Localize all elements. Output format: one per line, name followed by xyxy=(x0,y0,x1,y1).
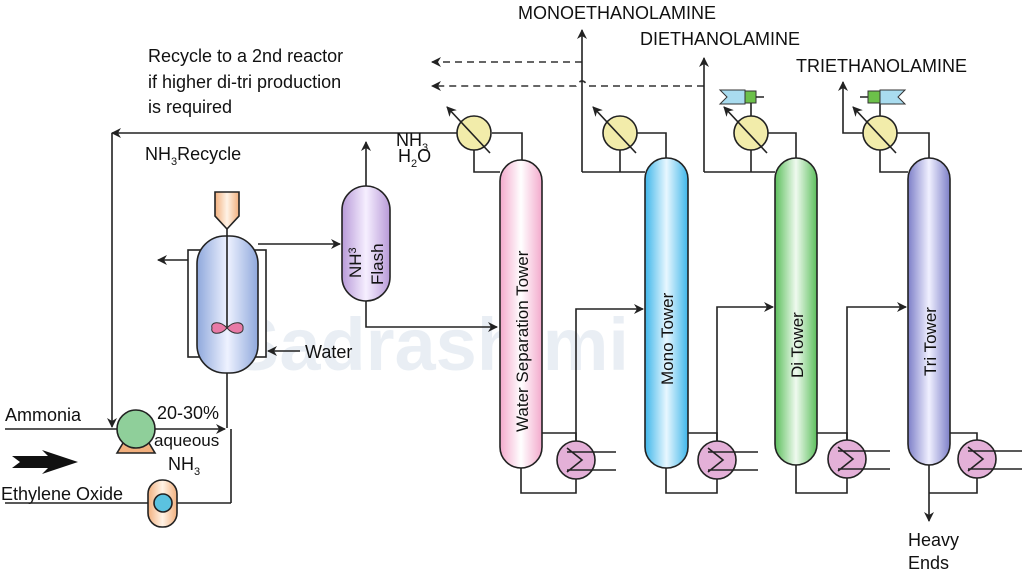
svg-text:if higher di-tri production: if higher di-tri production xyxy=(148,72,341,92)
flash-label: Flash xyxy=(368,243,387,285)
di-product-label: DIETHANOLAMINE xyxy=(640,29,800,49)
tri-tower-label: Tri Tower xyxy=(921,307,940,376)
svg-text:Recycle to a 2nd reactor: Recycle to a 2nd reactor xyxy=(148,46,343,66)
tri-product-label: TRIETHANOLAMINE xyxy=(796,56,967,76)
valve-icon xyxy=(718,89,746,105)
heavy-ends-label: Heavy xyxy=(908,530,959,550)
tri-tower-section: TRIETHANOLAMINE Tri Tower Heavy Ends xyxy=(796,56,1022,573)
feed-arrow-icon xyxy=(12,450,78,474)
eo-pump-impeller xyxy=(153,493,173,513)
reboiler-icon xyxy=(957,439,997,479)
impeller-icon xyxy=(211,322,244,334)
svg-text:is required: is required xyxy=(148,97,232,117)
condenser-icon xyxy=(733,115,769,151)
agitator-motor-icon xyxy=(214,191,240,231)
valve-icon xyxy=(867,90,881,104)
di-tower xyxy=(774,157,818,466)
tri-product-line xyxy=(838,81,863,134)
svg-text:Ends: Ends xyxy=(908,553,949,573)
nh3-top-label: NH3 xyxy=(396,130,428,154)
condenser-icon xyxy=(456,115,492,151)
aqueous-pct-label: 20-30% xyxy=(157,403,219,423)
watermark: Sadrashimi xyxy=(230,303,629,386)
recycle-note: Recycle to a 2nd reactor if higher di-tr… xyxy=(148,46,343,117)
mono-tower-label: Mono Tower xyxy=(658,292,677,385)
mono-tower-section: MONOETHANOLAMINE Mono Tower xyxy=(518,3,774,494)
mono-product-label: MONOETHANOLAMINE xyxy=(518,3,716,23)
dashed-recycle-di xyxy=(431,80,704,91)
ethylene-oxide-label: Ethylene Oxide xyxy=(1,484,123,504)
di-tower-label: Di Tower xyxy=(788,312,807,378)
water-tower-label: Water Separation Tower xyxy=(513,250,532,432)
h2o-label: H2O xyxy=(398,146,431,170)
reboiler-icon xyxy=(697,440,737,480)
reboiler-icon xyxy=(556,440,596,480)
ammonia-pump xyxy=(116,409,156,449)
flash-label-nh3: NH3 xyxy=(346,247,365,278)
aqueous-label: aqueous xyxy=(154,431,219,450)
condenser-icon xyxy=(602,115,638,151)
flash-liquid-line xyxy=(365,301,498,332)
nh3-recycle-label: NH3Recycle xyxy=(145,144,241,168)
ammonia-label: Ammonia xyxy=(5,405,82,425)
water-separation-section: Water Separation Tower xyxy=(446,106,644,494)
aqueous-nh3-label: NH3 xyxy=(168,454,200,478)
reboiler-icon xyxy=(827,439,867,479)
di-tower-section: DIETHANOLAMINE Di Tower xyxy=(640,29,907,494)
condenser-icon xyxy=(862,115,898,151)
water-label: Water xyxy=(305,342,352,362)
